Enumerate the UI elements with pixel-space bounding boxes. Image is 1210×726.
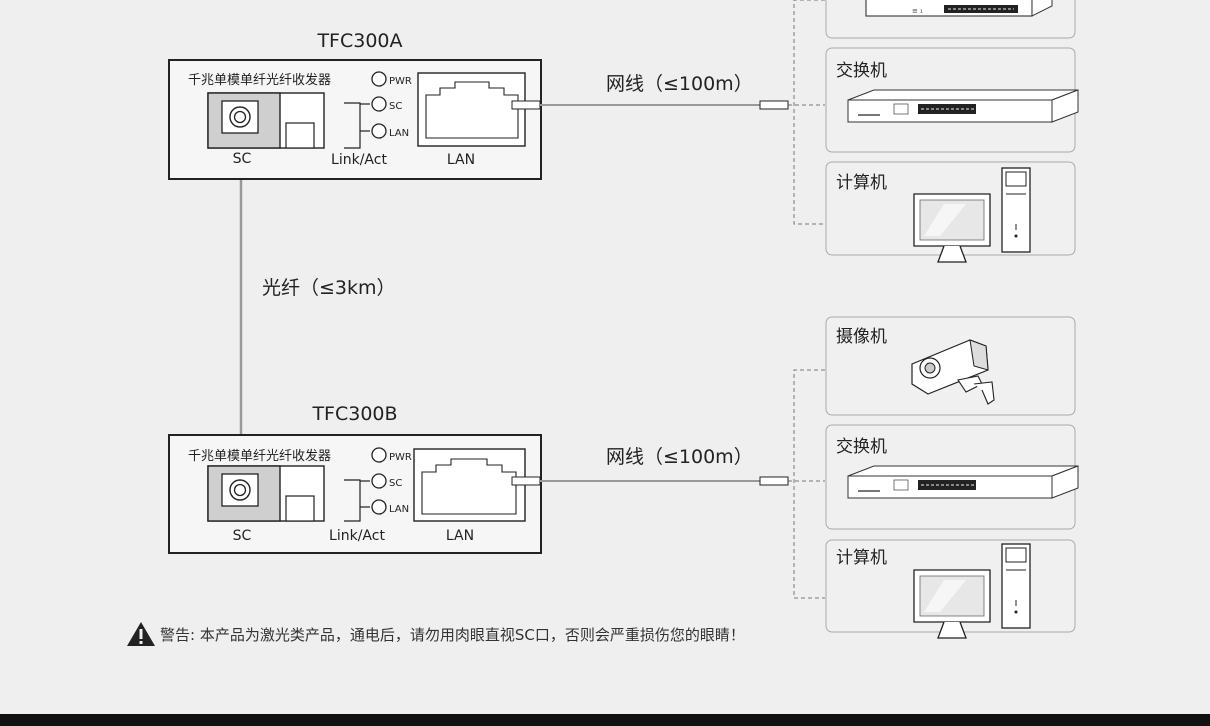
led-label: SC	[389, 101, 402, 112]
warning-text: 警告: 本产品为激光类产品，通电后，请勿用肉眼直视SC口，否则会严重损伤您的眼睛…	[160, 625, 745, 644]
port-label: SC	[233, 151, 252, 167]
rj45-plug-icon	[511, 476, 541, 486]
fiber-label: 光纤（≤3km）	[262, 277, 396, 299]
svg-text:≡ ₁: ≡ ₁	[912, 7, 923, 15]
led-label: PWR	[389, 452, 412, 463]
device-label: 千兆单模单纤光纤收发器	[188, 72, 331, 88]
led-label: SC	[389, 478, 402, 489]
router-icon: ≡ ₁	[865, 0, 1053, 17]
camera-icon	[911, 339, 995, 405]
led-indicator	[371, 499, 387, 515]
led-label: PWR	[389, 76, 412, 87]
cable-label: 网线（≤100m）	[606, 73, 753, 95]
dashed-connectors	[788, 0, 825, 599]
ethernet-cable	[511, 100, 789, 110]
led-indicator	[371, 71, 387, 87]
endpoint-label: 交换机	[836, 437, 887, 457]
fiber-sc-port-icon	[207, 465, 325, 522]
switch-icon	[847, 89, 1079, 123]
transceiver-unit-b: TFC300B 千兆单模单纤光纤收发器 PWR SC LAN SC Link/A…	[168, 403, 789, 554]
footer-bar	[0, 714, 1210, 726]
port-label: Link/Act	[331, 152, 387, 168]
transceiver-unit-a: TFC300A 千兆单模单纤光纤收发器 PWR SC LAN SC Link/A…	[168, 30, 789, 180]
endpoint-label: 摄像机	[836, 327, 887, 347]
rj45-plug-icon	[511, 100, 541, 110]
port-label: SC	[233, 528, 252, 544]
cable-label: 网线（≤100m）	[606, 446, 753, 468]
rj45-plug-icon	[759, 100, 789, 110]
rj45-port-icon	[417, 72, 526, 147]
led-bracket	[344, 479, 370, 522]
port-label: Link/Act	[329, 528, 385, 544]
led-label: LAN	[389, 128, 409, 139]
laser-warning: 警告: 本产品为激光类产品，通电后，请勿用肉眼直视SC口，否则会严重损伤您的眼睛…	[126, 620, 745, 648]
endpoint-label: 计算机	[836, 173, 887, 193]
port-label: LAN	[446, 528, 474, 544]
rj45-port-icon	[413, 448, 526, 522]
fiber-sc-port-icon	[207, 92, 325, 149]
rj45-plug-icon	[759, 476, 789, 486]
endpoint-label: 交换机	[836, 61, 887, 81]
top-endpoints: ≡ ₁ 交换机 计算机	[825, 0, 1079, 263]
led-bracket	[344, 102, 370, 149]
warning-icon	[127, 622, 155, 646]
led-indicator	[371, 447, 387, 463]
led-indicator	[371, 123, 387, 139]
led-indicator	[371, 96, 387, 112]
led-indicator	[371, 473, 387, 489]
switch-icon	[847, 465, 1079, 499]
unit-model: TFC300B	[311, 403, 397, 425]
port-label: LAN	[447, 152, 475, 168]
unit-model: TFC300A	[316, 30, 402, 52]
device-label: 千兆单模单纤光纤收发器	[188, 448, 331, 464]
endpoint-label: 计算机	[836, 548, 887, 568]
led-label: LAN	[389, 504, 409, 515]
bottom-endpoints: 摄像机 交换机 计算机	[825, 316, 1079, 639]
ethernet-cable	[511, 476, 789, 486]
